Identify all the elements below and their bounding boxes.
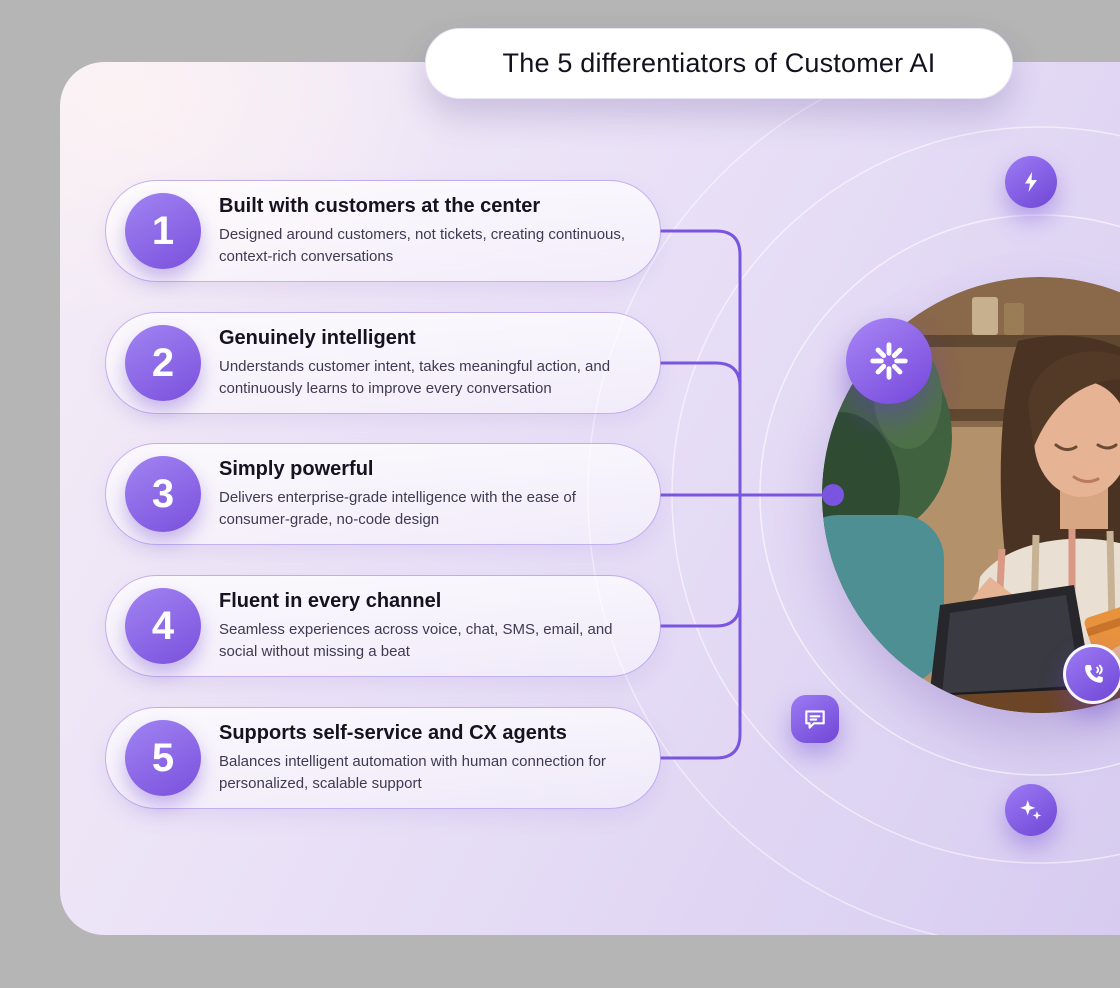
connector-card-1 — [660, 229, 742, 495]
differentiator-card-3: 3 Simply powerful Delivers enterprise-gr… — [105, 443, 661, 545]
voice-call-icon — [1085, 664, 1103, 683]
card-description-1: Designed around customers, not tickets, … — [219, 226, 626, 265]
card-description-3: Delivers enterprise-grade intelligence w… — [219, 489, 576, 528]
number-badge-3: 3 — [125, 456, 201, 532]
card-text-3: Simply powerful Delivers enterprise-grad… — [219, 458, 633, 530]
card-text-2: Genuinely intelligent Understands custom… — [219, 327, 633, 399]
card-description-5: Balances intelligent automation with hum… — [219, 753, 606, 792]
card-text-4: Fluent in every channel Seamless experie… — [219, 590, 633, 662]
spark-burst-icon — [870, 342, 908, 380]
card-title-3: Simply powerful — [219, 458, 374, 481]
panel-background: 1 Built with customers at the center Des… — [60, 62, 1120, 935]
differentiator-card-1: 1 Built with customers at the center Des… — [105, 180, 661, 282]
connector-card-5 — [660, 495, 742, 760]
card-title-1: Built with customers at the center — [219, 195, 541, 218]
card-title-4: Fluent in every channel — [219, 590, 442, 613]
differentiator-card-4: 4 Fluent in every channel Seamless exper… — [105, 575, 661, 677]
number-badge-1: 1 — [125, 193, 201, 269]
lightning-badge — [1005, 156, 1057, 208]
chat-badge — [791, 695, 839, 743]
page-title: The 5 differentiators of Customer AI — [425, 28, 1013, 99]
card-description-4: Seamless experiences across voice, chat,… — [219, 621, 613, 660]
connector-node-dot — [822, 484, 844, 506]
card-description-2: Understands customer intent, takes meani… — [219, 358, 611, 397]
connector-card-4 — [660, 495, 742, 628]
spark-badge — [846, 318, 932, 404]
number-badge-4: 4 — [125, 588, 201, 664]
chat-bubble-icon — [805, 710, 825, 729]
connector-card-2 — [660, 361, 742, 495]
differentiator-card-2: 2 Genuinely intelligent Understands cust… — [105, 312, 661, 414]
page-title-text: The 5 differentiators of Customer AI — [502, 48, 936, 78]
sparkles-icon — [1020, 800, 1042, 820]
number-badge-2: 2 — [125, 325, 201, 401]
card-text-5: Supports self-service and CX agents Bala… — [219, 722, 633, 794]
connector-lines — [660, 229, 844, 760]
card-title-5: Supports self-service and CX agents — [219, 722, 567, 745]
differentiator-card-5: 5 Supports self-service and CX agents Ba… — [105, 707, 661, 809]
lightning-icon — [1025, 172, 1037, 192]
card-title-2: Genuinely intelligent — [219, 327, 416, 350]
phone-badge — [1063, 644, 1120, 704]
number-badge-5: 5 — [125, 720, 201, 796]
card-text-1: Built with customers at the center Desig… — [219, 195, 633, 267]
sparkles-badge — [1005, 784, 1057, 836]
